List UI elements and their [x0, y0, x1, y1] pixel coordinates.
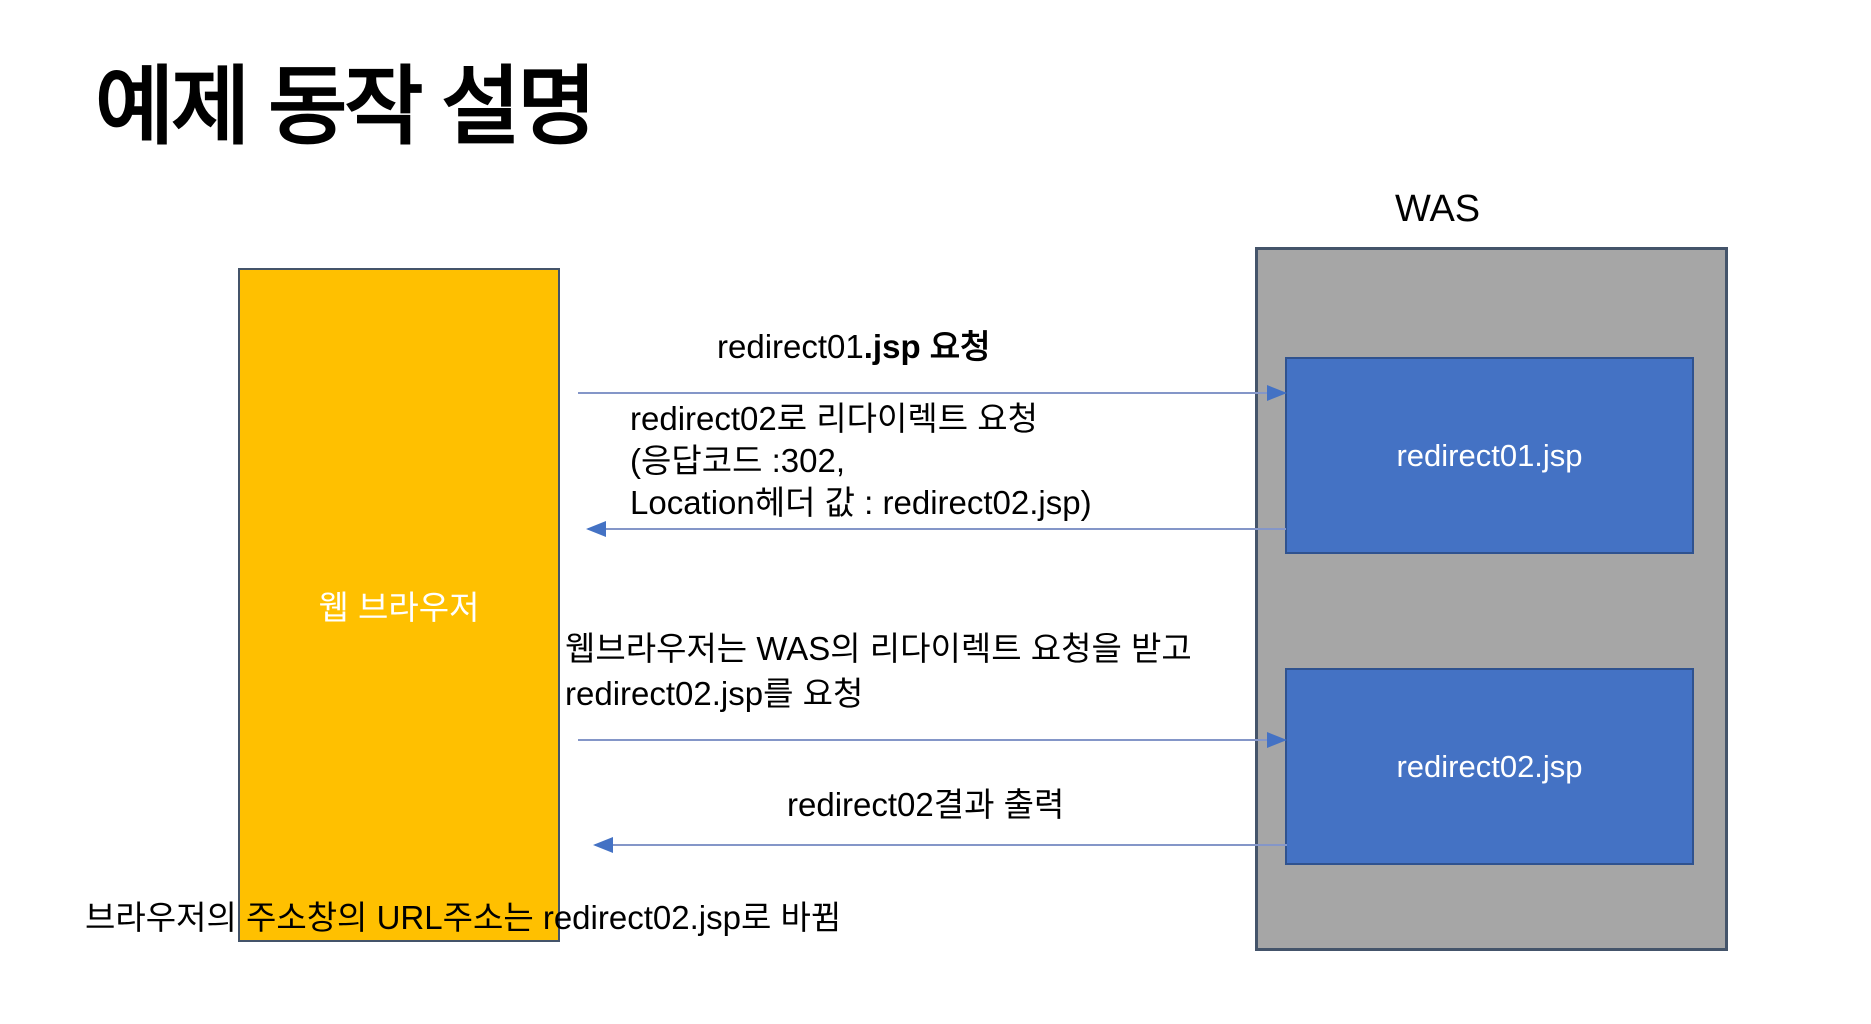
- arrowhead-left-icon: [593, 837, 613, 853]
- label-request-redirect01-normal: redirect01: [717, 328, 864, 365]
- label-request-redirect02-line1: 웹브라우저는 WAS의 리다이렉트 요청을 받고: [565, 630, 1192, 667]
- redirect02-jsp-box: redirect02.jsp: [1285, 668, 1694, 865]
- footnote-url-change: 브라우저의 주소창의 URL주소는 redirect02.jsp로 바뀜: [85, 899, 842, 936]
- label-redirect-response-line2: (응답코드 :302,: [630, 442, 845, 479]
- label-request-redirect02-line2: redirect02.jsp를 요청: [565, 675, 864, 712]
- arrowhead-right-icon: [1267, 385, 1287, 401]
- label-request-redirect01-bold: .jsp 요청: [863, 328, 991, 365]
- arrowhead-right-icon: [1267, 732, 1287, 748]
- arrow-line: [578, 392, 1285, 394]
- label-request-redirect02: 웹브라우저는 WAS의 리다이렉트 요청을 받고 redirect02.jsp를…: [565, 626, 1192, 716]
- arrow-line: [588, 528, 1286, 530]
- label-request-redirect01: redirect01.jsp 요청: [717, 320, 991, 368]
- arrow-line: [595, 844, 1287, 846]
- label-response-redirect02: redirect02결과 출력: [787, 786, 1065, 823]
- label-redirect-response: redirect02로 리다이렉트 요청 (응답코드 :302, Locatio…: [630, 398, 1092, 524]
- redirect01-jsp-box: redirect01.jsp: [1285, 357, 1694, 554]
- redirect01-jsp-label: redirect01.jsp: [1396, 437, 1583, 473]
- redirect02-jsp-label: redirect02.jsp: [1396, 748, 1583, 784]
- label-redirect-response-line3: Location헤더 값 : redirect02.jsp): [630, 484, 1092, 521]
- arrowhead-left-icon: [586, 521, 606, 537]
- label-redirect-response-line1: redirect02로 리다이렉트 요청: [630, 400, 1038, 437]
- page-title: 예제 동작 설명: [95, 59, 597, 155]
- web-browser-label: 웹 브라우저: [318, 589, 480, 626]
- was-title: WAS: [1395, 188, 1481, 230]
- arrow-line: [578, 739, 1285, 741]
- web-browser-box: 웹 브라우저: [238, 268, 560, 942]
